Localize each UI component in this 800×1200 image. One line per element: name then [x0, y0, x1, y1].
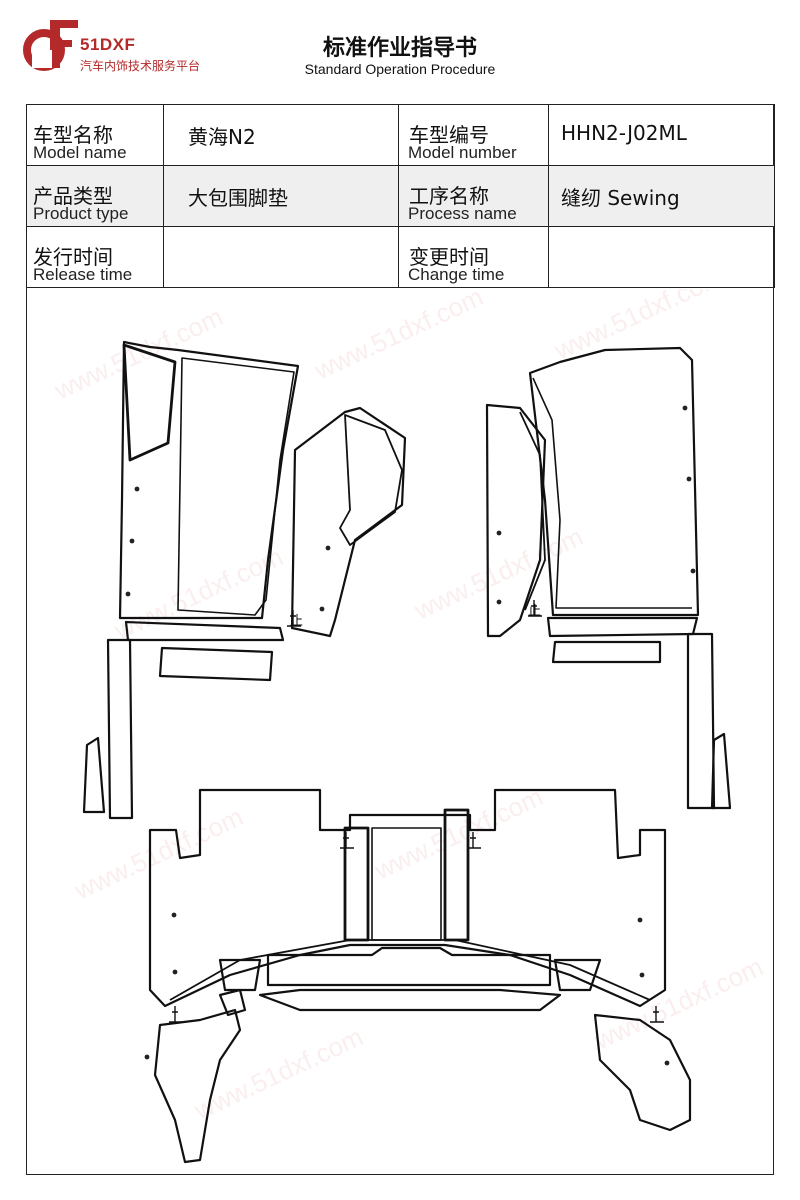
model-name-label-en: Model name	[33, 143, 127, 162]
pattern-drawing-svg: www.51dxf.com www.51dxf.com www.51dxf.co…	[49, 289, 768, 1164]
model-name-value: 黄海N2	[188, 125, 256, 149]
process-name-value-cell: 缝纫 Sewing	[548, 165, 775, 227]
seam-mark-label: 止	[528, 604, 541, 619]
rear-center-strips	[218, 946, 602, 1012]
process-name-label-en: Process name	[408, 204, 517, 223]
change-time-value-cell	[548, 226, 775, 288]
model-number-value: HHN2-J02ML	[561, 121, 687, 145]
model-name-value-cell: 黄海N2	[163, 104, 399, 166]
brand-name: 51DXF	[80, 35, 136, 54]
rear-mat	[148, 788, 667, 1023]
watermark-text: www.51dxf.com	[589, 951, 768, 1056]
watermark-text: www.51dxf.com	[309, 289, 488, 386]
watermark-text: www.51dxf.com	[409, 521, 588, 626]
product-type-value-cell: 大包围脚垫	[163, 165, 399, 227]
model-number-label-cell: 车型编号 Model number	[398, 104, 549, 166]
watermark-text: www.51dxf.com	[549, 289, 728, 366]
model-name-label-cell: 车型名称 Model name	[26, 104, 164, 166]
watermark-text: www.51dxf.com	[69, 801, 248, 906]
watermark-text: www.51dxf.com	[109, 541, 288, 646]
front-left-mat	[118, 340, 407, 638]
front-left-strips	[82, 620, 285, 820]
product-type-value: 大包围脚垫	[188, 186, 288, 210]
brand-logo-icon	[23, 20, 78, 71]
release-time-label-zh: 发行时间	[33, 245, 113, 269]
product-type-label-cell: 产品类型 Product type	[26, 165, 164, 227]
brand-subtitle: 汽车内饰技术服务平台	[80, 59, 201, 73]
info-row-model: 车型名称 Model name 黄海N2 车型编号 Model number H…	[26, 104, 775, 166]
process-name-label-cell: 工序名称 Process name	[398, 165, 549, 227]
model-number-label-zh: 车型编号	[409, 123, 489, 147]
page-header: 51DXF 汽车内饰技术服务平台 标准作业指导书 Standard Operat…	[0, 0, 800, 100]
info-row-time: 发行时间 Release time 变更时间 Change time	[26, 226, 775, 288]
process-name-label-zh: 工序名称	[409, 184, 489, 208]
product-type-label-en: Product type	[33, 204, 129, 223]
front-right-strips	[546, 616, 732, 810]
document-subtitle: Standard Operation Procedure	[304, 61, 496, 77]
model-number-value-cell: HHN2-J02ML	[548, 104, 775, 166]
change-time-label-en: Change time	[408, 265, 505, 284]
model-name-label-zh: 车型名称	[33, 123, 113, 147]
seam-mark-label: 止	[290, 614, 303, 629]
model-number-label-en: Model number	[408, 143, 517, 162]
info-row-product: 产品类型 Product type 大包围脚垫 工序名称 Process nam…	[26, 165, 775, 227]
product-type-label-zh: 产品类型	[33, 184, 113, 208]
release-time-label-en: Release time	[33, 265, 133, 284]
watermark-text: www.51dxf.com	[369, 781, 548, 886]
info-table: 车型名称 Model name 黄海N2 车型编号 Model number H…	[26, 104, 775, 288]
process-name-value: 缝纫 Sewing	[561, 186, 680, 210]
release-time-value-cell	[163, 226, 399, 288]
pattern-drawing: www.51dxf.com www.51dxf.com www.51dxf.co…	[27, 289, 773, 1174]
rear-side-pieces	[144, 988, 692, 1164]
document-title: 标准作业指导书	[322, 36, 477, 61]
release-time-label-cell: 发行时间 Release time	[26, 226, 164, 288]
change-time-label-cell: 变更时间 Change time	[398, 226, 549, 288]
change-time-label-zh: 变更时间	[409, 245, 489, 269]
front-right-mat	[485, 346, 700, 638]
watermark-group: www.51dxf.com www.51dxf.com www.51dxf.co…	[49, 289, 768, 1126]
